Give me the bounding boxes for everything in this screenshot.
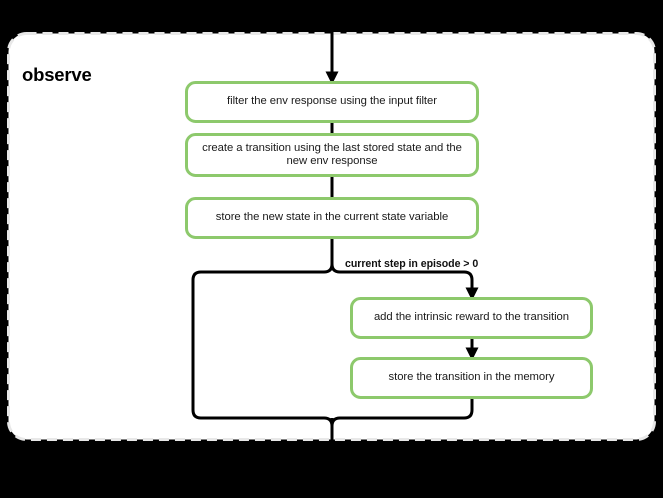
- node-store-transition-memory: [350, 357, 593, 399]
- node-filter-env-response: [185, 81, 479, 123]
- node-store-new-state: [185, 197, 479, 239]
- page-title: observe: [22, 64, 92, 85]
- edge-bypass-left: [191, 263, 334, 427]
- edge-condition-label: current step in episode > 0: [345, 258, 479, 270]
- node-add-intrinsic-reward: [350, 297, 593, 339]
- edge-condition-right: [330, 263, 479, 301]
- node-create-transition: [185, 133, 479, 177]
